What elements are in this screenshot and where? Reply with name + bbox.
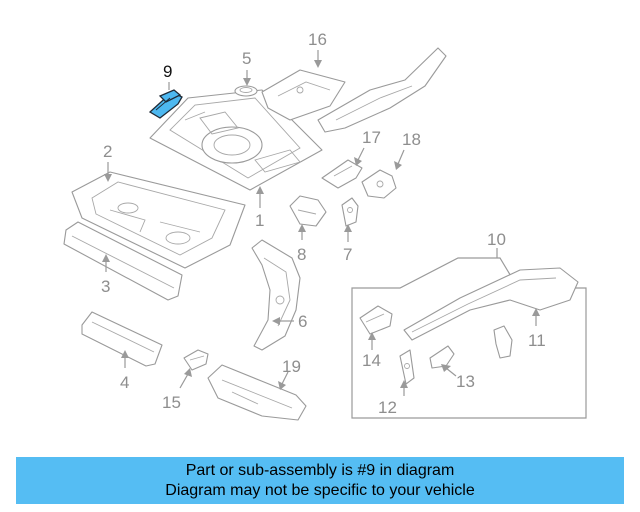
part-3-crossmember — [63, 221, 183, 301]
callout-5: 5 — [242, 49, 251, 68]
callout-6: 6 — [298, 312, 307, 331]
callout-19: 19 — [282, 357, 301, 376]
callout-10: 10 — [487, 230, 506, 249]
banner-line-2: Diagram may not be specific to your vehi… — [165, 481, 475, 499]
part-9-highlighted-bracket — [148, 89, 183, 119]
part-18-mount — [361, 169, 397, 199]
part-5-plug — [234, 85, 258, 97]
part-14-bracket — [359, 305, 393, 335]
callout-8: 8 — [297, 245, 306, 264]
callout-3: 3 — [101, 277, 110, 296]
callout-18: 18 — [402, 130, 421, 149]
callout-9: 9 — [163, 62, 172, 81]
part-13-bracket — [429, 345, 455, 369]
callout-4: 4 — [120, 373, 129, 392]
part-16-rear-frame — [261, 47, 447, 133]
part-17-bracket — [321, 159, 363, 189]
part-4-reinforcement — [81, 311, 163, 367]
sub-assembly-box — [351, 257, 587, 419]
info-banner: Part or sub-assembly is #9 in diagram Di… — [16, 457, 624, 504]
banner-line-1: Part or sub-assembly is #9 in diagram — [185, 461, 455, 479]
callout-lines — [102, 50, 540, 396]
callout-13: 13 — [456, 372, 475, 391]
part-19-rear-panel — [207, 364, 307, 421]
part-7-bracket — [341, 197, 359, 227]
callout-2: 2 — [103, 142, 112, 161]
callout-7: 7 — [343, 245, 352, 264]
parts-diagram: 1 2 3 4 5 6 7 8 9 10 11 12 13 14 15 16 1… — [63, 30, 587, 421]
part-1-rear-floor-pan — [149, 89, 323, 191]
part-11-bracket — [493, 325, 513, 359]
callout-16: 16 — [308, 30, 327, 49]
part-8-bracket — [289, 195, 327, 227]
callout-1: 1 — [255, 211, 264, 230]
part-10-rail — [403, 267, 579, 341]
callout-numbers: 1 2 3 4 5 6 7 8 9 10 11 12 13 14 15 16 1… — [101, 30, 546, 417]
callout-11: 11 — [528, 331, 546, 350]
callout-14: 14 — [362, 351, 381, 370]
part-15-bracket — [183, 349, 209, 371]
part-2-floor-pan — [71, 171, 246, 269]
part-12-bracket — [399, 349, 415, 385]
part-6-quarter-inner — [251, 239, 301, 351]
callout-12: 12 — [378, 398, 397, 417]
callout-15: 15 — [162, 393, 181, 412]
callout-17: 17 — [362, 128, 381, 147]
